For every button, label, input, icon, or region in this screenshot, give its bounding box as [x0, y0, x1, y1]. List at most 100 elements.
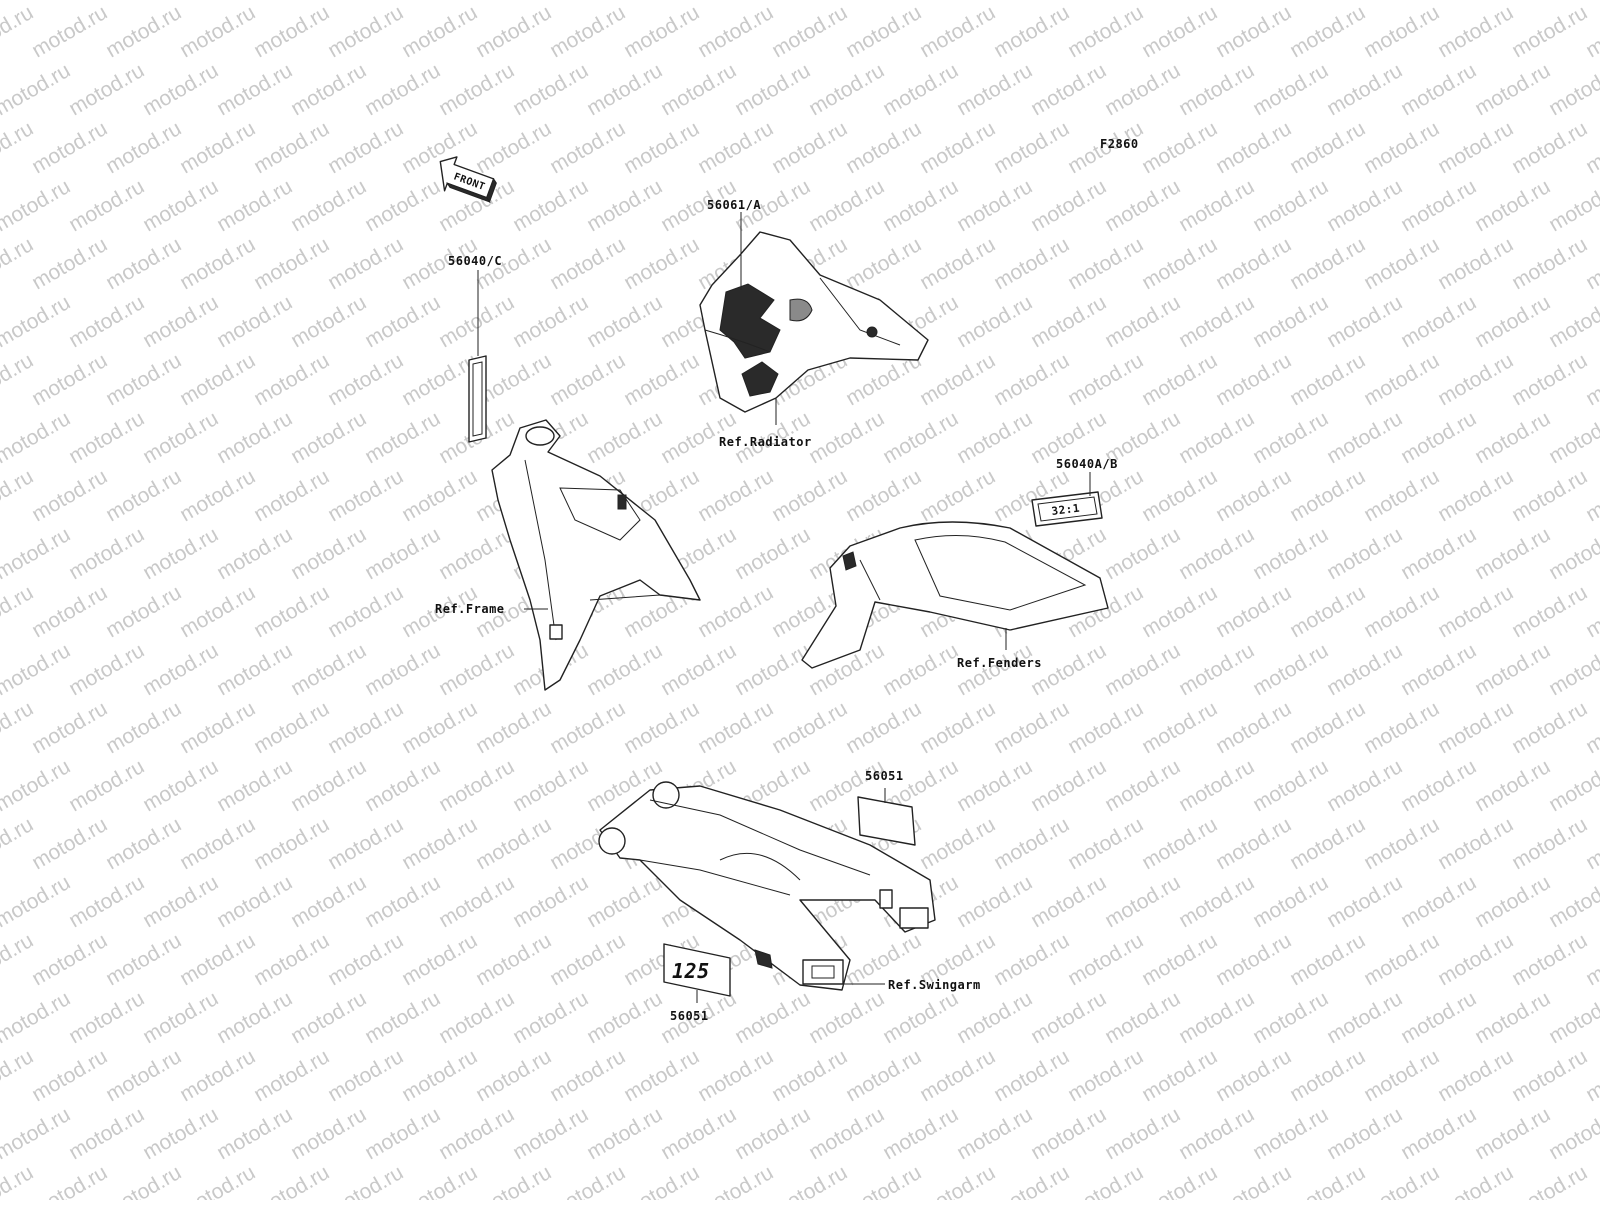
watermark-text: motod.ru	[1249, 291, 1332, 352]
watermark-text: motod.ru	[435, 639, 518, 700]
ref-swingarm-label: Ref.Swingarm	[888, 978, 981, 992]
watermark-text: motod.ru	[731, 1103, 814, 1164]
watermark-text: motod.ru	[1545, 987, 1600, 1048]
watermark-text: motod.ru	[509, 1103, 592, 1164]
watermark-text: motod.ru	[102, 1045, 185, 1106]
watermark-text: motod.ru	[1508, 465, 1591, 526]
watermark-text: motod.ru	[1545, 291, 1600, 352]
watermark-text: motod.ru	[1101, 59, 1184, 120]
ref-radiator-label: Ref.Radiator	[719, 435, 812, 449]
watermark-text: motod.ru	[472, 813, 555, 874]
watermark-text: motod.ru	[546, 1, 629, 62]
watermark-text: motod.ru	[583, 987, 666, 1048]
watermark-text: motod.ru	[398, 465, 481, 526]
watermark-text: motod.ru	[1138, 1161, 1221, 1200]
watermark-text: motod.ru	[583, 175, 666, 236]
watermark-text: motod.ru	[1249, 0, 1332, 4]
watermark-text: motod.ru	[1508, 233, 1591, 294]
watermark-text: motod.ru	[1323, 987, 1406, 1048]
watermark-text: motod.ru	[694, 117, 777, 178]
watermark-text: motod.ru	[1323, 291, 1406, 352]
watermark-text: motod.ru	[28, 465, 111, 526]
watermark-text: motod.ru	[953, 175, 1036, 236]
watermark-text: motod.ru	[1212, 117, 1295, 178]
watermark-text: motod.ru	[1101, 755, 1184, 816]
watermark-text: motod.ru	[324, 1161, 407, 1200]
watermark-text: motod.ru	[1545, 755, 1600, 816]
watermark-text: motod.ru	[1360, 929, 1443, 990]
watermark-text: motod.ru	[1471, 987, 1554, 1048]
watermark-text: motod.ru	[583, 1103, 666, 1164]
watermark-text: motod.ru	[1064, 1161, 1147, 1200]
watermark-text: motod.ru	[805, 0, 888, 4]
ref-fenders-label: Ref.Fenders	[957, 656, 1042, 670]
watermark-text: motod.ru	[324, 581, 407, 642]
ref-frame-label: Ref.Frame	[435, 602, 505, 616]
watermark-text: motod.ru	[1397, 59, 1480, 120]
watermark-text: motod.ru	[139, 871, 222, 932]
watermark-text: motod.ru	[1360, 117, 1443, 178]
watermark-text: motod.ru	[250, 697, 333, 758]
watermark-text: motod.ru	[1027, 987, 1110, 1048]
watermark-text: motod.ru	[1434, 813, 1517, 874]
watermark-text: motod.ru	[1434, 1045, 1517, 1106]
watermark-text: motod.ru	[398, 1045, 481, 1106]
watermark-text: motod.ru	[657, 1103, 740, 1164]
watermark-text: motod.ru	[1286, 813, 1369, 874]
watermark-text: motod.ru	[1138, 697, 1221, 758]
watermark-text: motod.ru	[213, 871, 296, 932]
watermark-text: motod.ru	[176, 1045, 259, 1106]
watermark-text: motod.ru	[1138, 233, 1221, 294]
watermark-text: motod.ru	[102, 1, 185, 62]
watermark-text: motod.ru	[102, 349, 185, 410]
watermark-text: motod.ru	[28, 1045, 111, 1106]
watermark-text: motod.ru	[102, 233, 185, 294]
watermark-text: motod.ru	[916, 813, 999, 874]
watermark-text: motod.ru	[916, 1, 999, 62]
watermark-text: motod.ru	[1360, 1161, 1443, 1200]
watermark-text: motod.ru	[0, 233, 37, 294]
watermark-text: motod.ru	[805, 407, 888, 468]
watermark-text: motod.ru	[953, 871, 1036, 932]
watermark-text: motod.ru	[1027, 755, 1110, 816]
watermark-text: motod.ru	[583, 407, 666, 468]
watermark-text: motod.ru	[768, 465, 851, 526]
watermark-text: motod.ru	[1138, 465, 1221, 526]
decal-125-text: 125	[672, 959, 710, 983]
watermark-text: motod.ru	[879, 639, 962, 700]
watermark-text: motod.ru	[1175, 987, 1258, 1048]
watermark-text: motod.ru	[768, 117, 851, 178]
watermark-text: motod.ru	[1286, 465, 1369, 526]
watermark-text: motod.ru	[879, 0, 962, 4]
watermark-text: motod.ru	[1545, 523, 1600, 584]
watermark-text: motod.ru	[1397, 523, 1480, 584]
watermark-text: motod.ru	[250, 1, 333, 62]
watermark-text: motod.ru	[1360, 1045, 1443, 1106]
watermark-text: motod.ru	[65, 639, 148, 700]
watermark-text: motod.ru	[213, 0, 296, 4]
frame-decal-sticker	[469, 356, 486, 442]
watermark-text: motod.ru	[1064, 813, 1147, 874]
watermark-text: motod.ru	[768, 697, 851, 758]
watermark-text: motod.ru	[1027, 175, 1110, 236]
watermark-text: motod.ru	[250, 233, 333, 294]
watermark-text: motod.ru	[879, 59, 962, 120]
watermark-text: motod.ru	[1360, 1, 1443, 62]
watermark-text: motod.ru	[1323, 1103, 1406, 1164]
watermark-text: motod.ru	[546, 697, 629, 758]
watermark-text: motod.ru	[990, 349, 1073, 410]
watermark-text: motod.ru	[287, 639, 370, 700]
watermark-text: motod.ru	[1286, 233, 1369, 294]
watermark-text: motod.ru	[213, 59, 296, 120]
watermark-text: motod.ru	[546, 233, 629, 294]
watermark-text: motod.ru	[102, 117, 185, 178]
watermark-text: motod.ru	[620, 1161, 703, 1200]
watermark-text: motod.ru	[1397, 175, 1480, 236]
watermark-text: motod.ru	[1434, 1161, 1517, 1200]
watermark-text: motod.ru	[1508, 813, 1591, 874]
watermark-text: motod.ru	[990, 233, 1073, 294]
watermark-text: motod.ru	[250, 581, 333, 642]
watermark-text: motod.ru	[1545, 0, 1600, 4]
watermark-text: motod.ru	[842, 697, 925, 758]
watermark-text: motod.ru	[176, 233, 259, 294]
